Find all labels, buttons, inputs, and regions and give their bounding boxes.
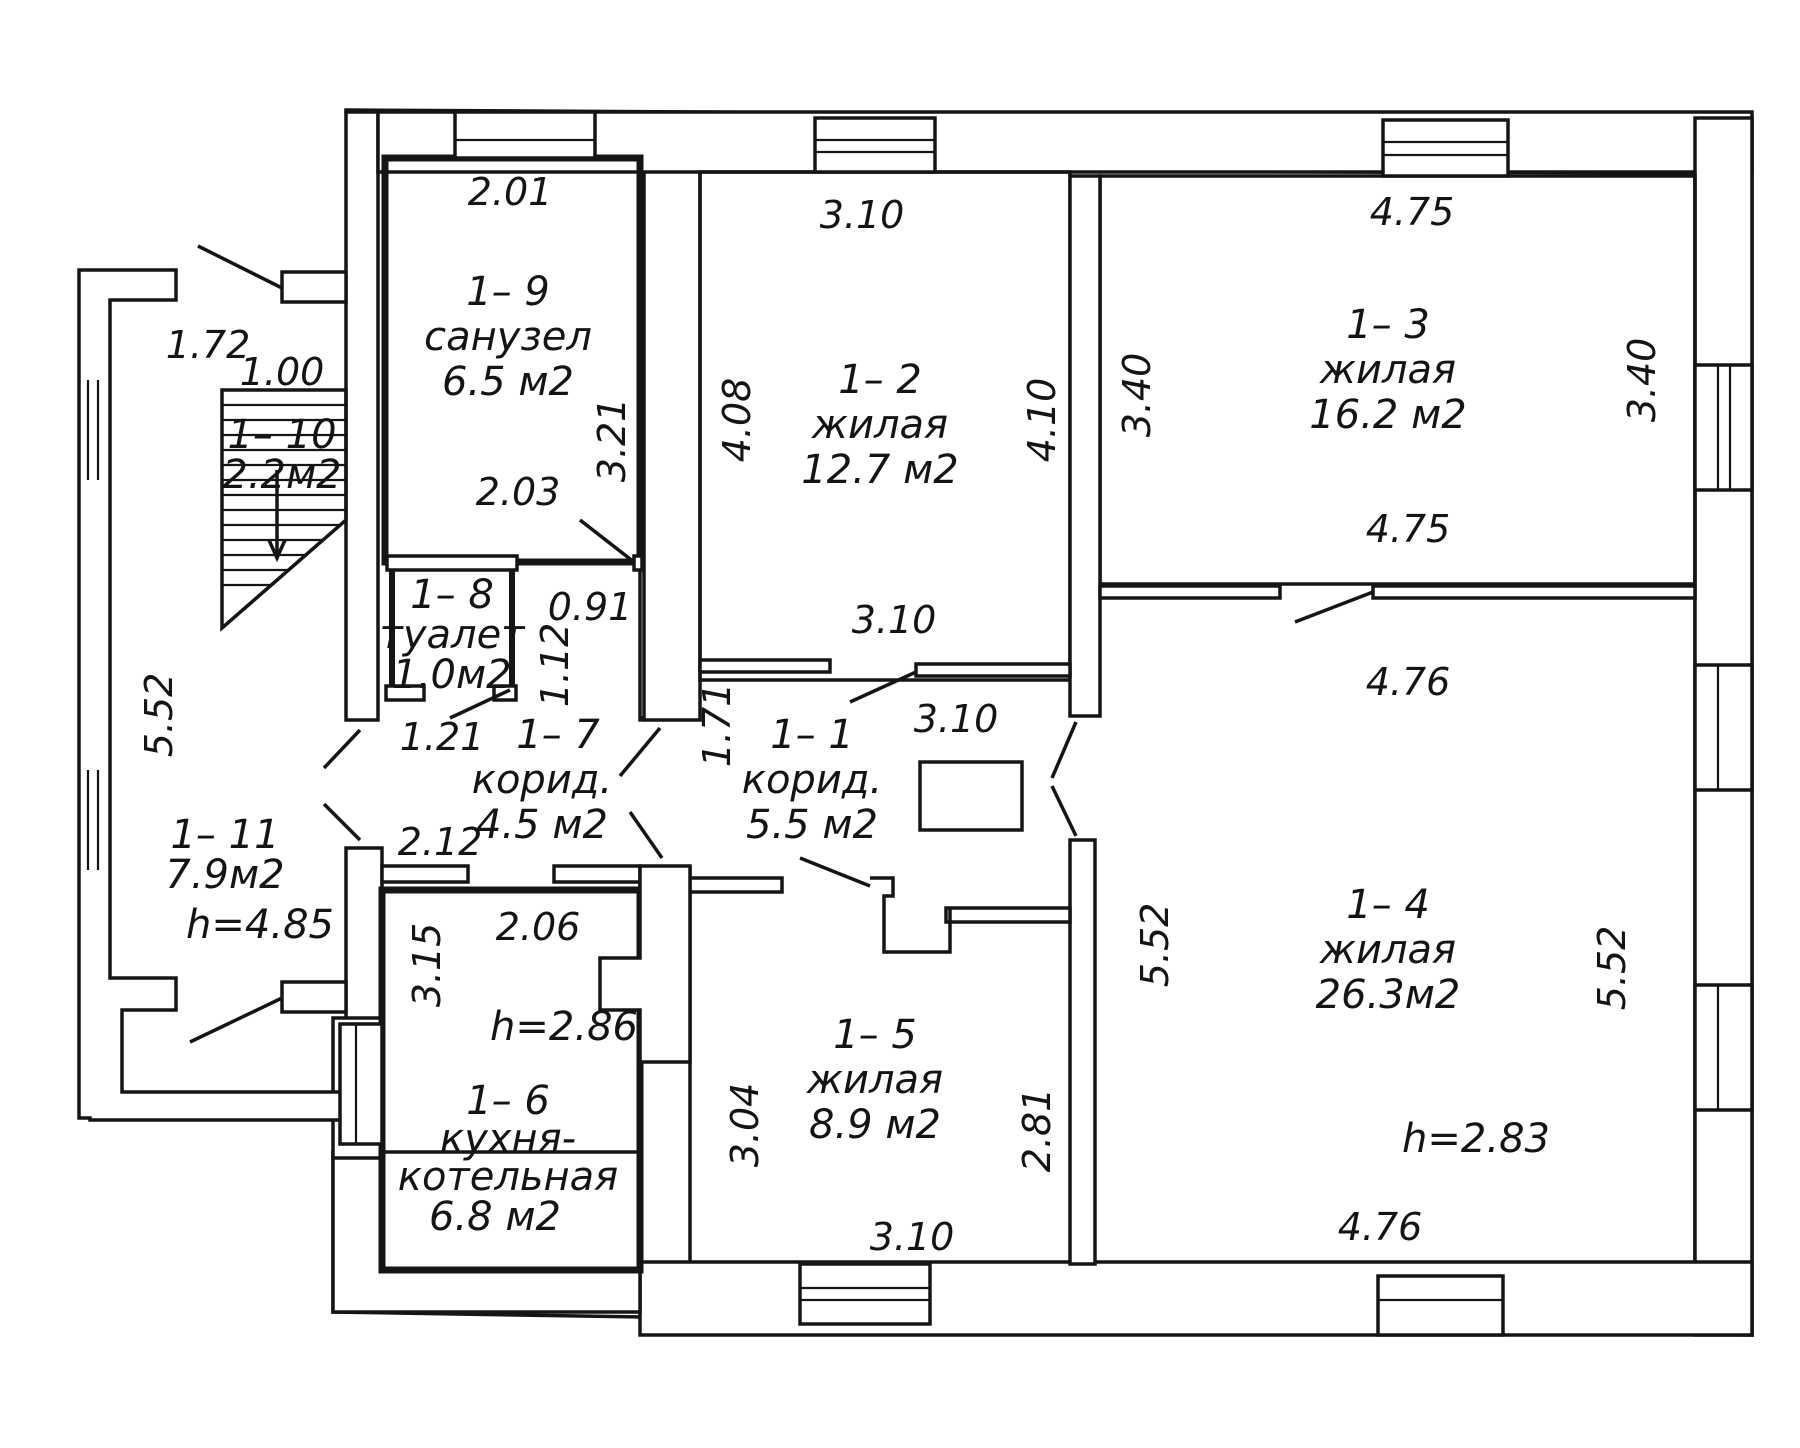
- room-1-11-area: 7.9м2: [165, 852, 284, 898]
- dim-5-52-left: 5.52: [137, 673, 181, 758]
- dim-4-75-top: 4.75: [1370, 190, 1455, 234]
- dim-3-10-mid: 3.10: [852, 598, 937, 642]
- dim-5-52-mid: 5.52: [1133, 903, 1177, 988]
- dim-3-21: 3.21: [590, 398, 634, 483]
- room-1-7-area: 4.5 м2: [476, 802, 608, 848]
- room-1-2-area: 12.7 м2: [801, 447, 958, 493]
- dim-1-00: 1.00: [240, 350, 325, 394]
- door-swings: [189, 244, 1374, 1044]
- dim-0-91: 0.91: [548, 585, 633, 629]
- dim-3-10-corr: 3.10: [914, 697, 999, 741]
- room-labels: 1– 9 санузел 6.5 м2 1– 8 туалет 1.0м2 1–…: [165, 269, 1550, 1240]
- dim-2-01: 2.01: [468, 170, 553, 214]
- window-1-4-right-a: [1693, 663, 1754, 792]
- room-1-2-name: жилая: [811, 402, 948, 448]
- dim-2-03: 2.03: [476, 470, 561, 514]
- stair-1-10: [220, 388, 348, 632]
- window-1-5-bottom: [798, 1262, 932, 1326]
- room-1-9-area: 6.5 м2: [442, 359, 574, 405]
- room-1-6-name-line1: кухня-: [440, 1116, 576, 1162]
- room-1-3-number: 1– 3: [1346, 302, 1430, 348]
- dim-3-40-right: 3.40: [1620, 338, 1664, 423]
- room-1-4-name: жилая: [1319, 927, 1456, 973]
- window-1-2: [813, 116, 937, 174]
- room-1-10-area: 2.2м2: [222, 452, 341, 498]
- room-1-4-height: h=2.83: [1402, 1116, 1550, 1162]
- dim-2-12: 2.12: [398, 820, 483, 864]
- room-1-11-height: h=4.85: [186, 902, 334, 948]
- room-1-9-number: 1– 9: [466, 269, 550, 315]
- room-1-5-area: 8.9 м2: [809, 1102, 941, 1148]
- room-1-4-area: 26.3м2: [1316, 972, 1461, 1018]
- annex-walls: [77, 268, 348, 1122]
- room-1-7-name: корид.: [472, 757, 612, 803]
- room-1-1-number: 1– 1: [770, 712, 854, 758]
- dim-3-15: 3.15: [405, 923, 449, 1008]
- room-1-3-name: жилая: [1319, 347, 1456, 393]
- dim-2-06: 2.06: [496, 905, 581, 949]
- annex-outer-wall: [77, 268, 348, 1122]
- room-1-5-name: жилая: [806, 1057, 943, 1103]
- room-1-9-name: санузел: [424, 314, 592, 360]
- room-1-1-area: 5.5 м2: [746, 802, 878, 848]
- window-1-4-bottom: [1376, 1274, 1505, 1337]
- dim-4-76-bottom: 4.76: [1338, 1205, 1423, 1249]
- room-1-10-number: 1– 10: [227, 412, 336, 458]
- dim-3-10-bottom: 3.10: [870, 1215, 955, 1259]
- room-1-8-area: 1.0м2: [392, 652, 511, 698]
- dim-1-21: 1.21: [400, 715, 485, 759]
- window-1-9: [453, 110, 597, 160]
- kitchen-notch: [598, 864, 692, 1064]
- room-1-8-number: 1– 8: [410, 572, 494, 618]
- room-1-6-name-line2: котельная: [398, 1154, 618, 1200]
- dim-5-52-right: 5.52: [1590, 926, 1634, 1011]
- room-1-7-number: 1– 7: [516, 712, 600, 758]
- dim-3-04: 3.04: [723, 1083, 767, 1168]
- partition-1-5-1-4: [1068, 838, 1097, 1266]
- room-1-5-number: 1– 5: [833, 1012, 917, 1058]
- annex-wall-stub-bottom: [280, 980, 348, 1014]
- room-1-2-number: 1– 2: [838, 357, 922, 403]
- room-1-6-number: 1– 6: [466, 1078, 550, 1124]
- dim-3-40-left: 3.40: [1115, 353, 1159, 438]
- wall-left-upper: [344, 110, 380, 722]
- wall-mid-upper: [642, 114, 702, 722]
- room-1-11-number: 1– 11: [170, 812, 279, 858]
- window-1-3-top: [1381, 118, 1510, 178]
- dim-3-10-top: 3.10: [820, 193, 905, 237]
- room-1-6-height: h=2.86: [490, 1004, 638, 1050]
- chimney: [918, 760, 1024, 832]
- partition-1-2-1-3: [1068, 174, 1102, 718]
- room-1-3-area: 16.2 м2: [1309, 392, 1466, 438]
- window-1-6: [338, 1022, 384, 1146]
- dim-4-76-top: 4.76: [1366, 660, 1451, 704]
- room-1-1-name: корид.: [742, 757, 882, 803]
- dim-1-71: 1.71: [695, 683, 739, 768]
- window-1-3-right: [1693, 363, 1754, 492]
- window-1-4-right-b: [1693, 983, 1754, 1112]
- dim-1-72: 1.72: [166, 323, 251, 367]
- dim-1-12: 1.12: [533, 623, 577, 708]
- dimensions: 2.01 2.03 3.21 0.91 1.12 1.21 1.72 1.00 …: [137, 170, 1664, 1259]
- windows: [338, 110, 1754, 1337]
- dim-4-10: 4.10: [1020, 378, 1064, 463]
- dim-4-75-bottom: 4.75: [1366, 507, 1451, 551]
- dim-2-81: 2.81: [1015, 1088, 1059, 1173]
- room-1-8-name: туалет: [380, 612, 527, 658]
- dim-4-08: 4.08: [715, 378, 759, 463]
- room-1-6-area: 6.8 м2: [429, 1194, 561, 1240]
- room-1-4-number: 1– 4: [1346, 882, 1430, 928]
- annex-wall-stub-top: [280, 270, 348, 304]
- toilet-wall-top: [385, 554, 519, 572]
- wall-left-lower: [344, 846, 384, 1026]
